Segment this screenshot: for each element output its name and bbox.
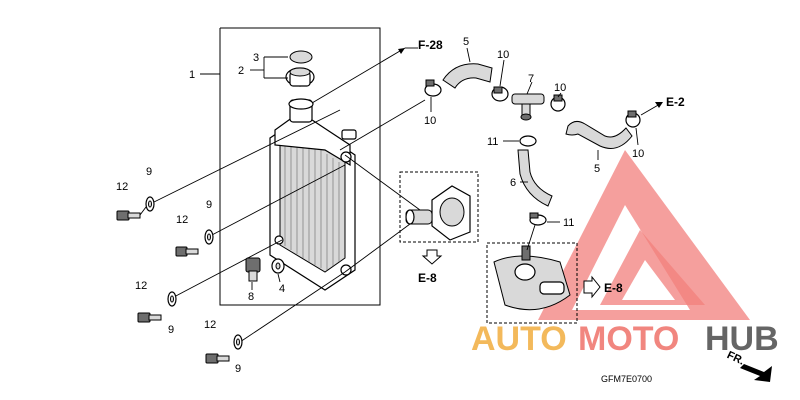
bolt-12-a xyxy=(116,210,141,221)
thermostat-cover xyxy=(405,185,471,241)
hose-clamp-d xyxy=(625,110,641,128)
watermark-text: AUTO MOTO HUB xyxy=(471,320,779,358)
drain-bolt xyxy=(245,257,261,282)
callout-6: 6 xyxy=(510,177,516,189)
bypass-hose xyxy=(517,149,553,207)
callout-12-d: 12 xyxy=(204,319,216,331)
callout-3: 3 xyxy=(253,52,259,64)
ref-e8-thermostat: E-8 xyxy=(418,271,437,285)
cap-seal xyxy=(289,50,313,64)
sealing-washer xyxy=(271,258,285,274)
washer-9-b xyxy=(204,229,214,245)
watermark-moto: MOTO xyxy=(578,320,679,358)
e8-down-arrow xyxy=(421,249,443,265)
watermark-logo xyxy=(538,150,750,320)
callout-9-d: 9 xyxy=(235,363,241,375)
callout-11-a: 11 xyxy=(487,136,498,148)
hose-clamp-a xyxy=(424,79,442,97)
callout-12-b: 12 xyxy=(176,214,188,226)
bolt-12-b xyxy=(175,246,199,257)
radiator xyxy=(269,98,357,291)
hose-clamp-c xyxy=(550,94,566,112)
washer-9-c xyxy=(167,291,177,307)
watermark-auto: AUTO xyxy=(471,320,567,358)
callout-10-d: 10 xyxy=(632,148,644,160)
water-pump-box xyxy=(486,242,578,324)
callout-12-a: 12 xyxy=(116,181,128,193)
ref-f28: F-28 xyxy=(418,38,443,52)
washer-9-a xyxy=(145,196,155,212)
small-clamp-a xyxy=(519,135,537,147)
callout-9-b: 9 xyxy=(206,199,212,211)
washer-9-d xyxy=(233,334,243,350)
callout-4: 4 xyxy=(279,283,285,295)
bolt-12-d xyxy=(205,353,230,364)
bolt-12-c xyxy=(137,312,162,323)
e8-right-arrow xyxy=(583,275,601,299)
figure-code: GFM7E0700 xyxy=(601,374,652,384)
ref-e8-pump: E-8 xyxy=(604,281,623,295)
hose-clamp-b xyxy=(491,86,509,102)
callout-8: 8 xyxy=(248,291,254,303)
assembly-frame xyxy=(219,27,381,306)
watermark-hub: HUB xyxy=(705,320,779,358)
thermostat-cover-box xyxy=(399,171,479,243)
callout-9-c: 9 xyxy=(168,324,174,336)
callout-10-c: 10 xyxy=(554,82,566,94)
callout-12-c: 12 xyxy=(135,280,147,292)
radiator-cap xyxy=(285,67,315,87)
ref-e2: E-2 xyxy=(666,95,685,109)
callout-11-b: 11 xyxy=(563,217,574,229)
callout-5-upper: 5 xyxy=(463,36,469,48)
t-joint xyxy=(511,93,545,121)
lower-hose xyxy=(565,120,633,149)
callout-10-b: 10 xyxy=(497,49,509,61)
front-direction-arrow xyxy=(740,364,772,382)
callout-1: 1 xyxy=(189,69,195,81)
water-pump xyxy=(493,245,571,311)
callout-5-lower: 5 xyxy=(594,163,600,175)
callout-9-a: 9 xyxy=(146,166,152,178)
callout-7: 7 xyxy=(528,73,534,85)
callout-10-a: 10 xyxy=(424,115,436,127)
callout-2: 2 xyxy=(238,65,244,77)
small-clamp-b xyxy=(529,212,547,226)
e2-arrow xyxy=(640,102,663,116)
upper-hose xyxy=(442,63,493,89)
